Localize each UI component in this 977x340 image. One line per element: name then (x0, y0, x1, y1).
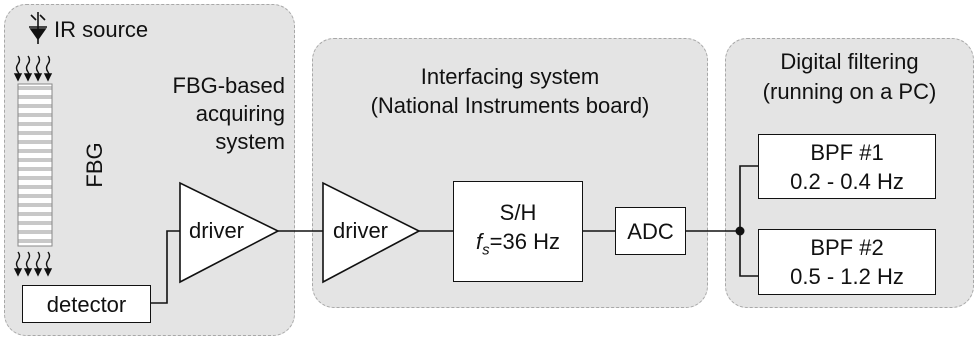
light-arrows-top-icon (13, 55, 53, 82)
sample-hold-label: S/H (499, 200, 537, 226)
bpf-1-band: 0.2 - 0.4 Hz (790, 168, 904, 194)
bpf-2-name: BPF #2 (810, 235, 884, 260)
sample-hold-block: S/H fs=36 Hz (453, 181, 583, 282)
detector-label: detector (46, 291, 127, 317)
bpf-2-band: 0.5 - 1.2 Hz (790, 264, 904, 289)
digital-filtering-title: Digital filtering (running on a PC) (725, 47, 974, 107)
driver-2-label: driver (333, 218, 389, 243)
driver-amplifier-2 (322, 181, 421, 284)
sampling-frequency: fs=36 Hz (476, 227, 560, 264)
photodiode-icon (29, 12, 47, 44)
digital-title-line-1: Digital filtering (780, 49, 919, 74)
interfacing-title-line-1: Interfacing system (420, 64, 600, 89)
interfacing-title-line-2: (National Instruments board) (370, 93, 650, 118)
bpf-1-name: BPF #1 (810, 139, 884, 165)
adc-label: ADC (627, 218, 674, 244)
light-arrows-bottom-icon (13, 251, 53, 277)
wire-junction-bpf1 (739, 165, 758, 277)
adc-block: ADC (615, 207, 686, 255)
acquiring-title-line-2: acquiring (195, 101, 285, 126)
driver-amplifier-1 (179, 181, 280, 284)
digital-title-line-2: (running on a PC) (762, 79, 937, 104)
wire-detector-driver (150, 230, 180, 304)
acquiring-title-line-1: FBG-based (172, 73, 286, 98)
fbg-label: FBG (82, 142, 107, 188)
junction-dot (735, 226, 745, 236)
fs-subscript: s (482, 241, 490, 259)
bpf-1-block: BPF #1 0.2 - 0.4 Hz (758, 134, 936, 199)
acquiring-title-line-3: system (215, 129, 285, 154)
fs-value: =36 Hz (489, 229, 560, 255)
bpf-2-block: BPF #2 0.5 - 1.2 Hz (758, 229, 936, 295)
fs-symbol: f (476, 229, 483, 255)
fbg-fiber (17, 83, 53, 247)
detector-block: detector (22, 285, 151, 323)
ir-source-label: IR source (54, 17, 149, 42)
interfacing-title: Interfacing system (National Instruments… (312, 62, 708, 120)
driver-1-label: driver (189, 218, 245, 243)
acquiring-system-title: FBG-based acquiring system (125, 72, 286, 156)
